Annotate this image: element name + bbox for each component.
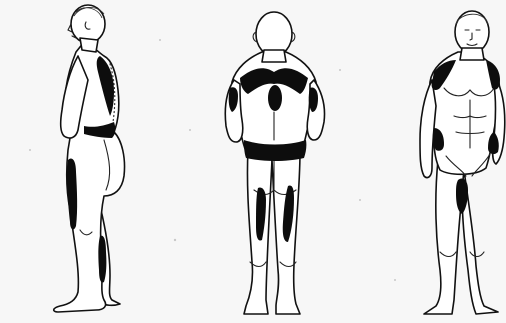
side-zone-calf — [98, 236, 106, 283]
figure-front-view — [420, 11, 505, 314]
front-left-arm — [420, 80, 436, 178]
side-neck — [80, 38, 98, 52]
side-body — [54, 42, 125, 312]
back-neck — [262, 50, 286, 62]
figure-side-view — [54, 5, 125, 312]
front-neck — [460, 48, 484, 60]
back-zone-center — [268, 85, 282, 111]
side-zone-thigh — [67, 159, 77, 230]
figure-back-view — [225, 12, 324, 314]
